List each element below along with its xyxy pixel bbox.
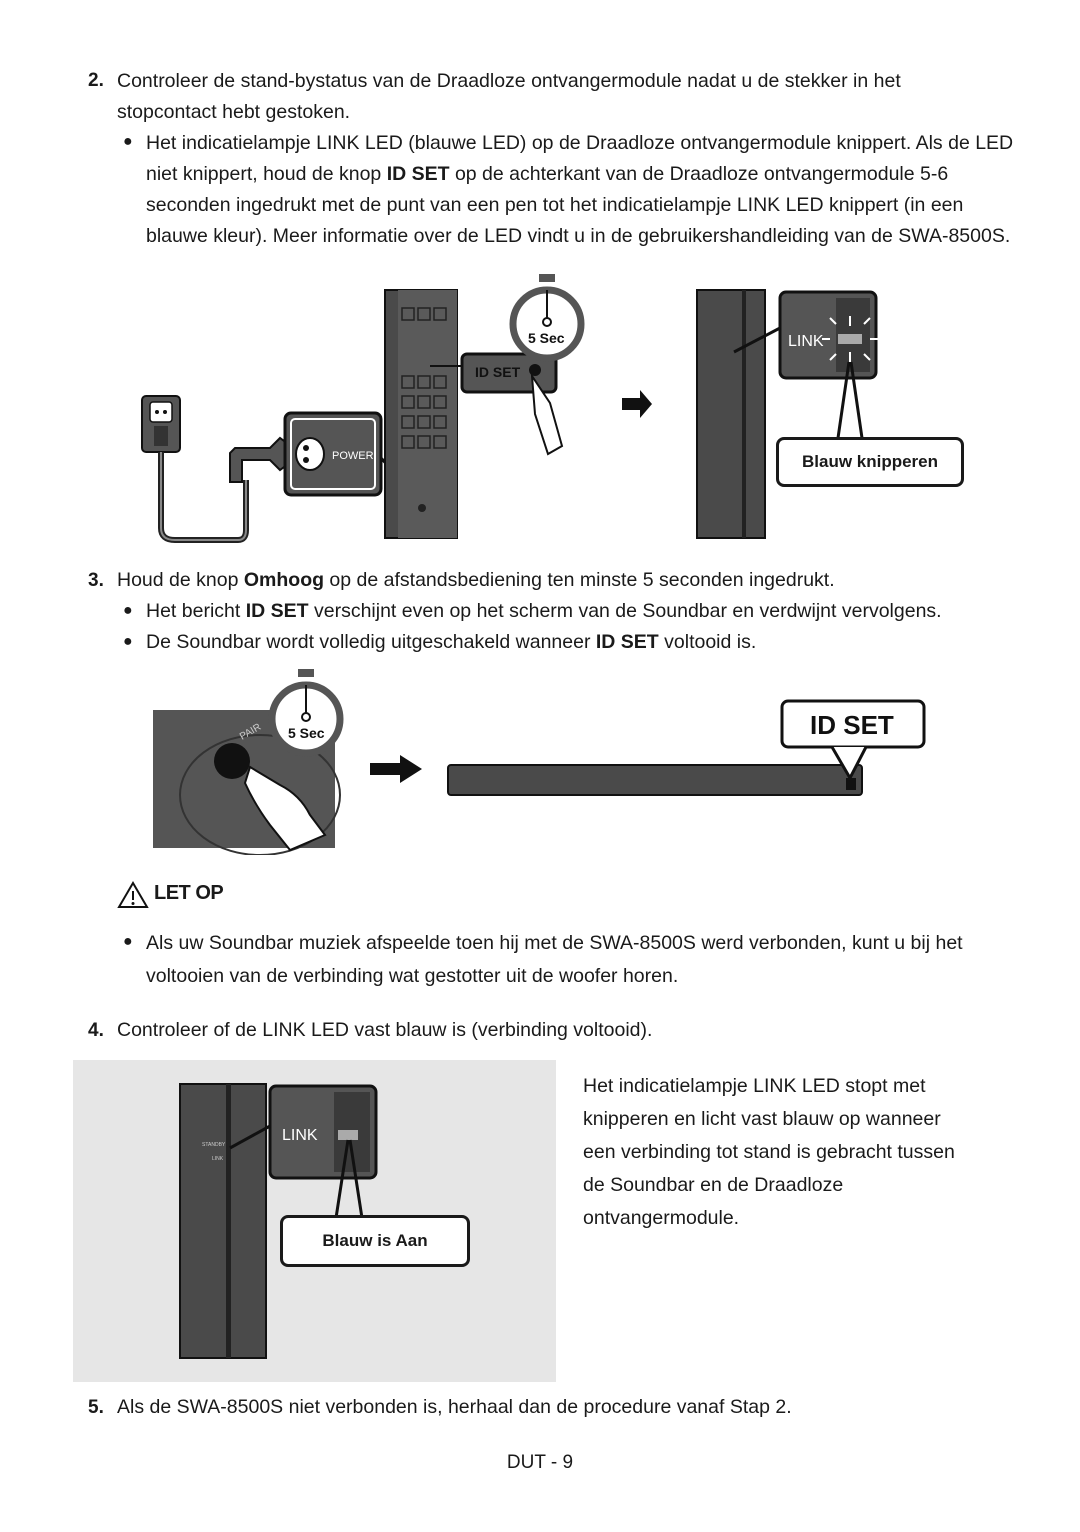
svg-text:STANDBY: STANDBY [202,1142,226,1148]
svg-text:5 Sec: 5 Sec [288,725,325,741]
step-5-text: Als de SWA-8500S niet verbonden is, herh… [117,1396,792,1418]
figure-module-link-blink: POWER ID SET 5 Sec LINK [141,274,878,543]
arrow-right-icon [622,390,652,418]
blink-label: Blauw knipperen [776,437,964,487]
caution-title: LET OP [154,882,224,904]
figure-remote-idset: PAIR 5 Sec ID SET [153,669,926,855]
caution-line-1: Als uw Soundbar muziek afspeelde toen hi… [146,932,963,954]
figure-3-description-line-3: een verbinding tot stand is gebracht tus… [583,1141,955,1163]
caution-line-2: voltooien van de verbinding wat gestotte… [146,965,679,987]
step-3-text: Houd de knop Omhoog op de afstandsbedien… [117,569,835,591]
bullet-marker: ● [123,602,133,619]
power-plug-icon [229,436,289,483]
svg-text:POWER: POWER [332,450,374,462]
bullet-marker: ● [123,633,133,650]
step-2-number: 2. [88,70,104,91]
figure-3-description-line-5: ontvangermodule. [583,1207,740,1229]
stopwatch-icon: 5 Sec [268,669,344,757]
svg-text:5 Sec: 5 Sec [528,330,565,346]
finger-icon [243,765,327,852]
svg-text:ID SET: ID SET [810,710,894,740]
step-5-number: 5. [88,1397,104,1418]
figure-link-solid: STANDBY LINK LINK [179,1083,378,1359]
soundbar-icon [447,764,863,796]
stopwatch-icon: 5 Sec [509,274,585,362]
svg-text:LINK: LINK [282,1127,318,1144]
step-3-bullet-2: De Soundbar wordt volledig uitgeschakeld… [146,631,757,653]
svg-text:LINK: LINK [212,1156,224,1162]
step-2-bullet-line-3: seconden ingedrukt met de punt van een p… [146,194,964,216]
step-3-number: 3. [88,570,104,591]
bullet-marker: ● [123,933,133,950]
step-2-bullet-line-4: blauwe kleur). Meer informatie over de L… [146,225,1011,247]
wall-outlet-icon [141,395,181,453]
step-4-text: Controleer of de LINK LED vast blauw is … [117,1019,653,1041]
step-2-bullet-line-1: Het indicatielampje LINK LED (blauwe LED… [146,132,1014,154]
figure-3-description-line-2: knipperen en licht vast blauw op wanneer [583,1108,941,1130]
step-4-number: 4. [88,1020,104,1041]
svg-text:ID SET: ID SET [475,364,521,380]
step-2-bullet-line-2: niet knippert, houd de knop ID SET op de… [146,163,949,185]
solid-label: Blauw is Aan [280,1215,470,1267]
warning-icon [117,881,149,908]
figure-3-description-line-1: Het indicatielampje LINK LED stopt met [583,1075,926,1097]
step-2-line-1: Controleer de stand-bystatus van de Draa… [117,70,901,92]
step-3-bullet-1: Het bericht ID SET verschijnt even op he… [146,600,942,622]
arrow-right-icon [370,755,422,783]
step-2-line-2: stopcontact hebt gestoken. [117,101,351,123]
figure-3-description-line-4: de Soundbar en de Draadloze [583,1174,844,1196]
svg-text:LINK: LINK [788,333,824,350]
bullet-marker: ● [123,133,133,150]
page-number: DUT - 9 [506,1452,574,1473]
